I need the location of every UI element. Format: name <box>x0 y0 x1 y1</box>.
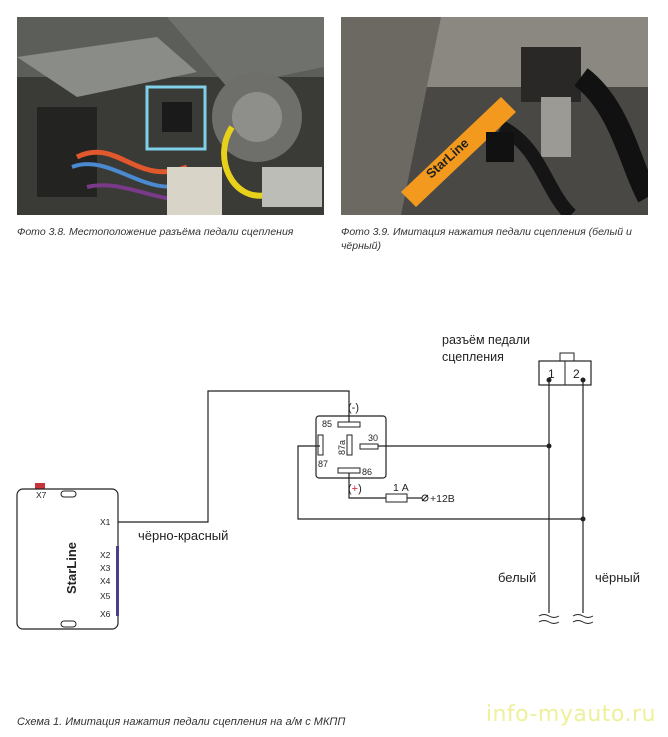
connector-label-line1: разъём педали <box>442 333 530 347</box>
relay-minus-label: (-) <box>348 402 359 414</box>
starline-tool <box>401 97 516 207</box>
schema-caption: Схема 1. Имитация нажатия педали сцеплен… <box>17 716 346 728</box>
white-wire-label: белый <box>498 570 536 585</box>
relay: 85 87a 30 87 86 <box>315 415 387 479</box>
photo-clutch-connector-location <box>17 17 324 215</box>
port-x2: X2 <box>100 550 111 560</box>
relay-pin85: 85 <box>322 419 332 429</box>
photo2-caption: Фото 3.9. Имитация нажатия педали сцепле… <box>341 226 632 252</box>
connector-pin2: 2 <box>573 367 580 381</box>
relay-pin87: 87 <box>318 459 328 469</box>
wire-color-label: чёрно-красный <box>138 528 228 543</box>
starline-module: StarLine X7 X1 X2 X3 X4 X5 X6 <box>16 483 119 630</box>
relay-pin30: 30 <box>368 433 378 443</box>
port-x4: X4 <box>100 576 111 586</box>
port-x6: X6 <box>100 609 111 619</box>
relay-pin87a: 87a <box>337 440 347 455</box>
black-wire-label: чёрный <box>595 570 640 585</box>
wiring-diagram: разъём педали сцепления 1 2 белый чёрный… <box>16 333 640 630</box>
connector-pin1: 1 <box>548 367 555 381</box>
photo1-caption: Фото 3.8. Местоположение разъёма педали … <box>17 226 294 238</box>
relay-plus-label: (+) <box>348 483 362 495</box>
port-x5: X5 <box>100 591 111 601</box>
port-x1: X1 <box>100 517 111 527</box>
fuse-label: 1 А <box>393 482 409 494</box>
watermark: info-myauto.ru <box>485 702 656 727</box>
relay-pin86: 86 <box>362 467 372 477</box>
supply-label: +12В <box>430 493 455 505</box>
port-x3: X3 <box>100 563 111 573</box>
port-x7: X7 <box>36 490 47 500</box>
highlight-box <box>145 85 207 151</box>
photo-clutch-imitation: StarLine <box>341 17 648 215</box>
module-brand: StarLine <box>64 542 79 594</box>
connector-label-line2: сцепления <box>442 350 504 364</box>
